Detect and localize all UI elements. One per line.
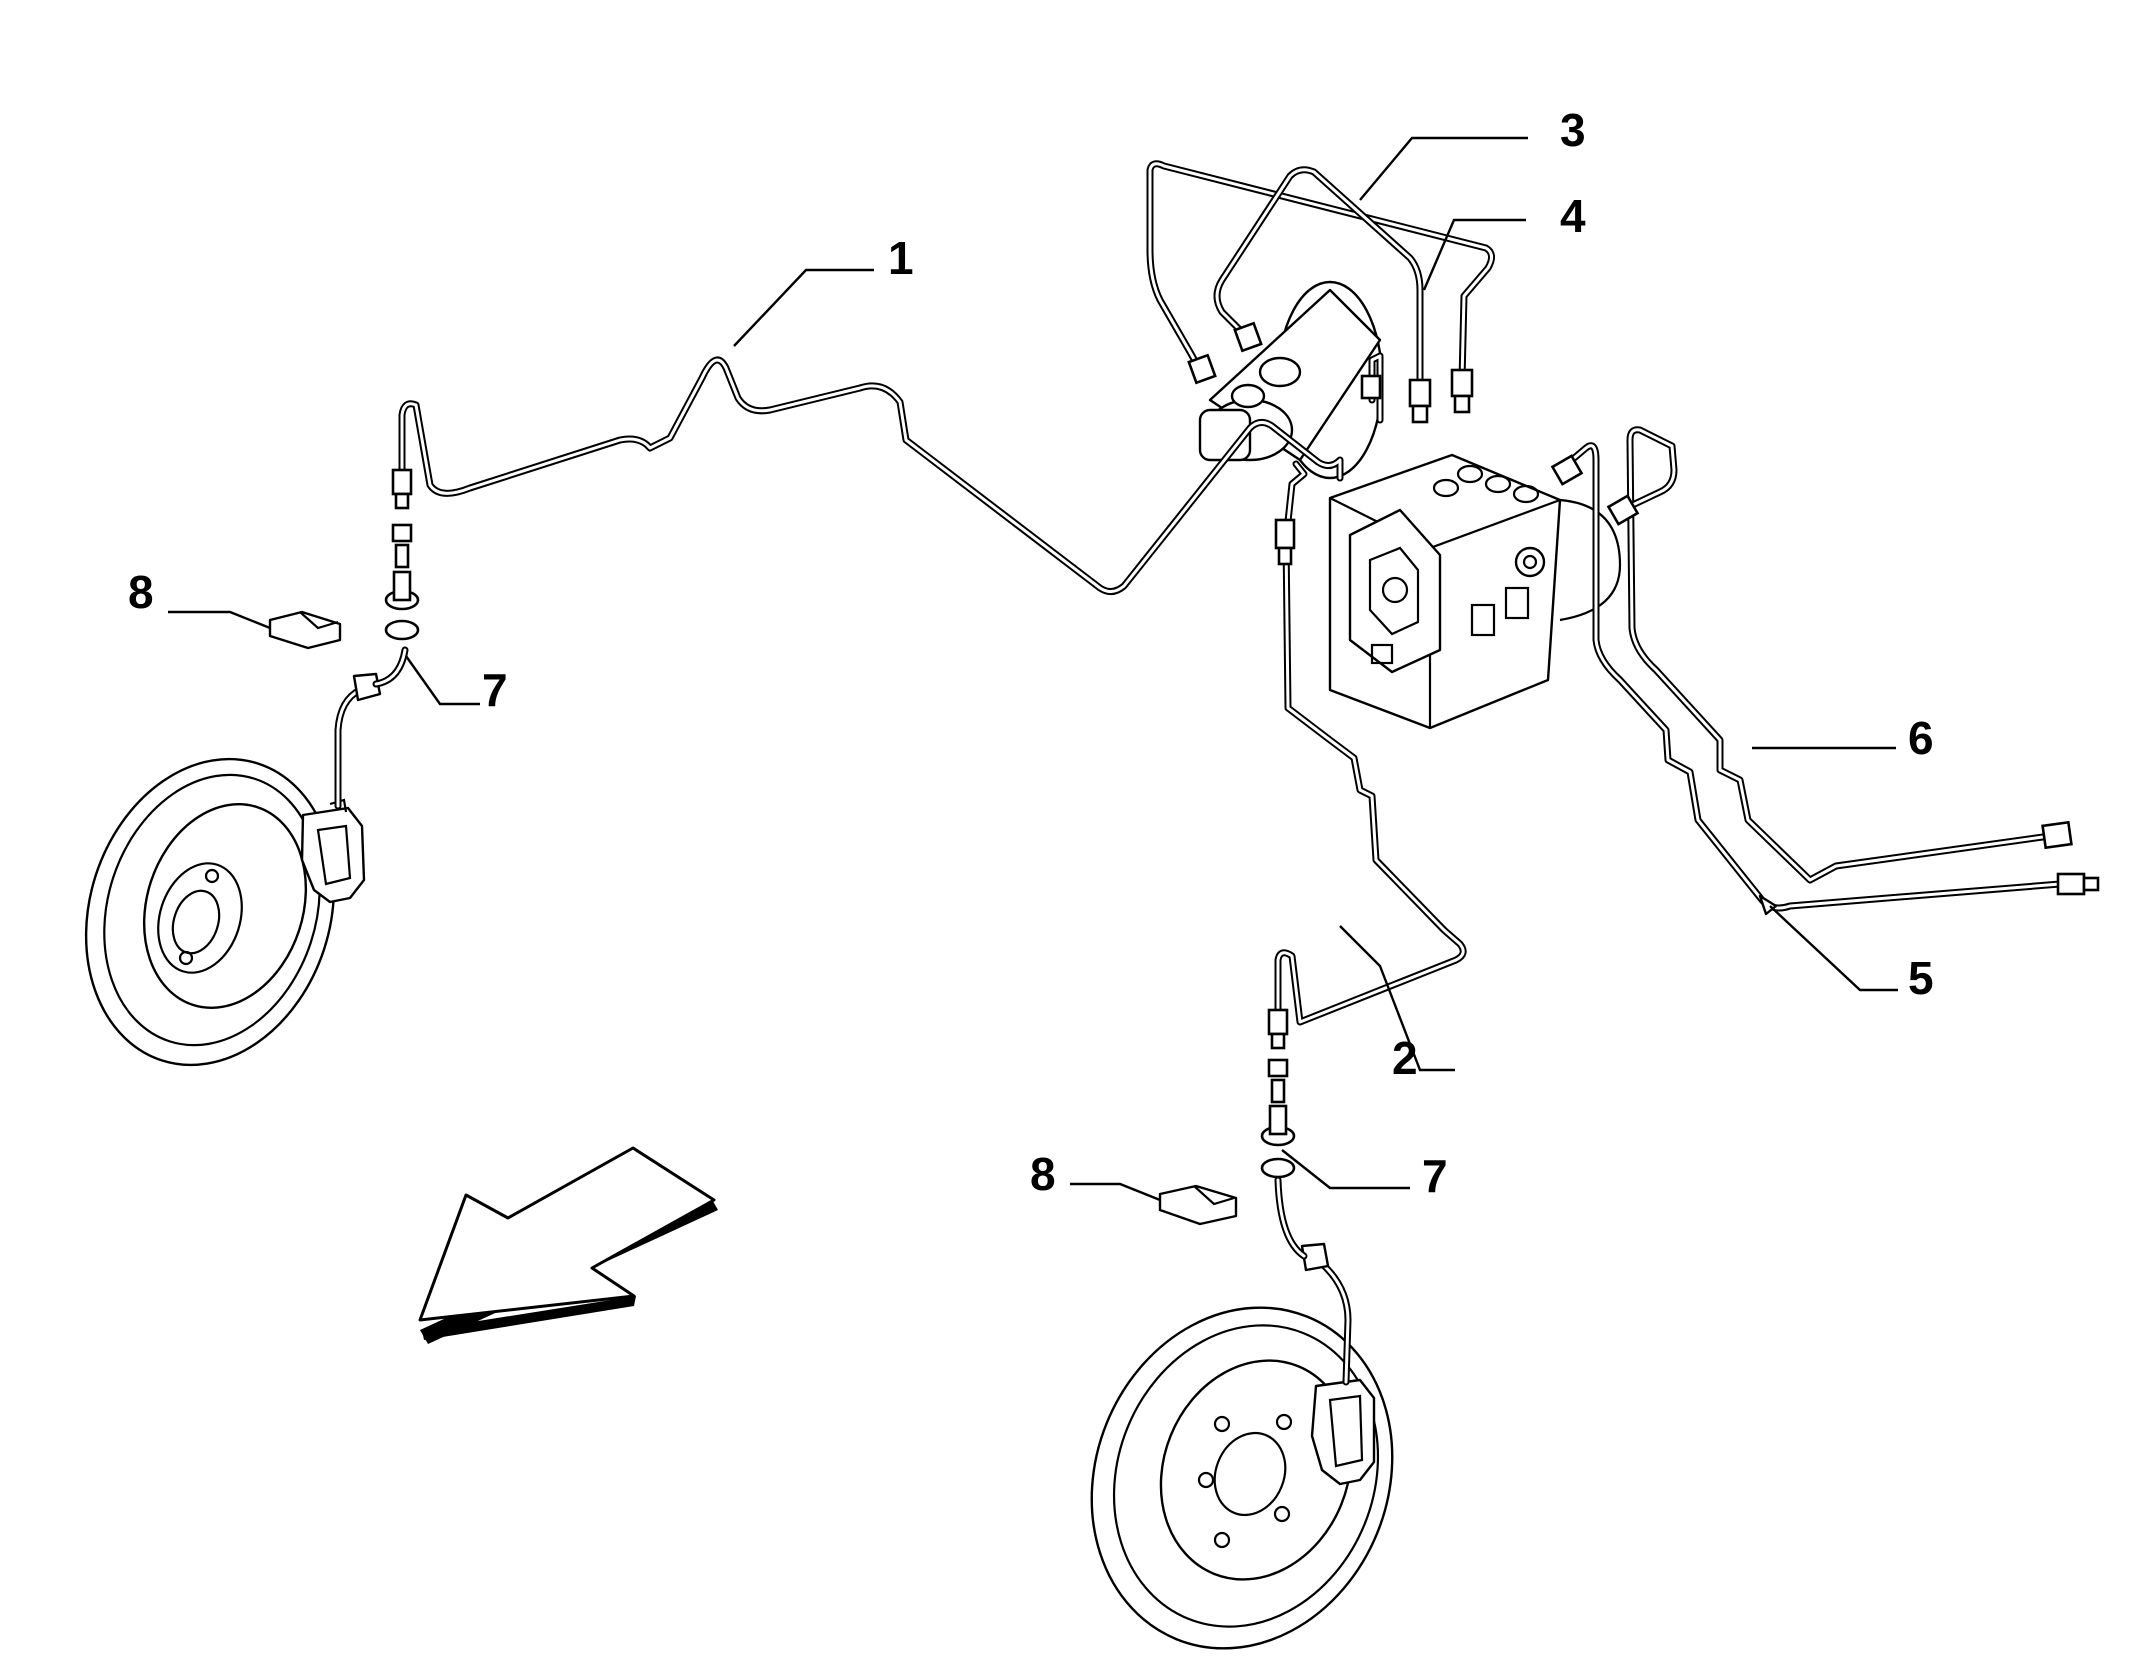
callout-label-5: 5 xyxy=(1908,952,1934,1004)
callout-label-3: 3 xyxy=(1560,104,1586,156)
right-brake-caliper xyxy=(1310,1378,1376,1486)
callout-label-7-left: 7 xyxy=(482,664,508,716)
left-brake-hose xyxy=(334,523,420,810)
callout-label-8-left: 8 xyxy=(128,566,154,618)
brake-pipe-4 xyxy=(1213,166,1432,424)
brake-pipe-1 xyxy=(391,356,1344,595)
callout-label-8-right: 8 xyxy=(1030,1148,1056,1200)
callout-label-1: 1 xyxy=(888,232,914,284)
master-cylinder xyxy=(1198,280,1384,480)
callout-label-6: 6 xyxy=(1908,712,1934,764)
brake-pipe-2 xyxy=(1267,460,1467,1050)
right-brake-disc xyxy=(1090,1306,1394,1650)
direction-arrow xyxy=(418,1146,718,1344)
callout-label-4: 4 xyxy=(1560,190,1586,242)
left-brake-disc xyxy=(84,757,336,1067)
right-brake-hose xyxy=(1260,1058,1352,1386)
callout-label-7-right: 7 xyxy=(1422,1150,1448,1202)
right-hose-clip xyxy=(1158,1184,1238,1226)
abs-modulator-unit xyxy=(1328,453,1622,730)
callout-labels: 1 2 3 4 5 6 7 7 8 8 xyxy=(128,104,1934,1202)
left-hose-clip xyxy=(268,610,342,650)
brake-pipe-3 xyxy=(1146,160,1495,414)
brake-pipe-6 xyxy=(1606,426,2073,884)
callout-label-2: 2 xyxy=(1392,1032,1418,1084)
leader-lines xyxy=(168,136,1898,1202)
